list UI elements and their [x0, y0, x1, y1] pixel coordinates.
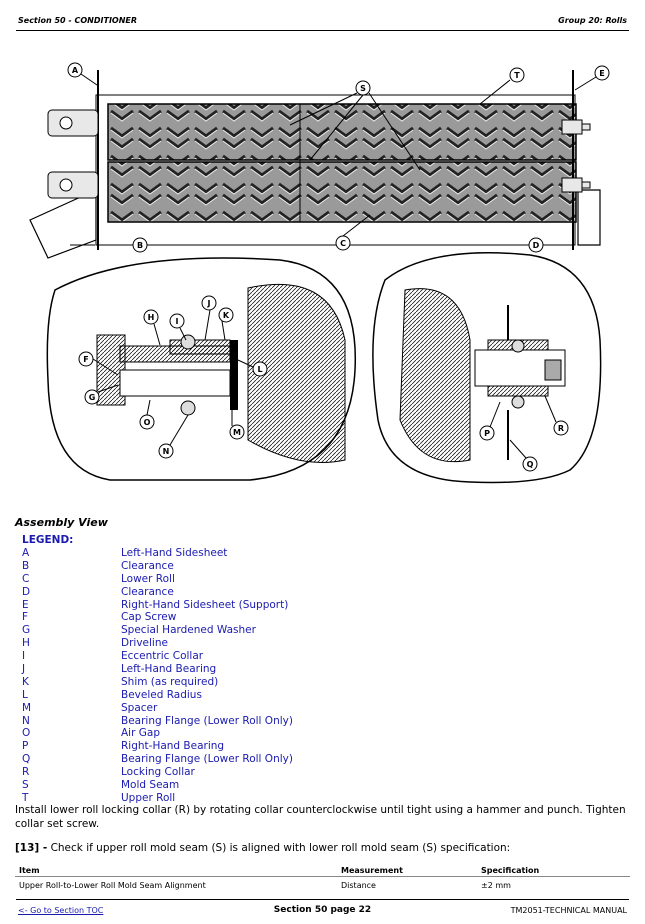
table-row: Upper Roll-to-Lower Roll Mold Seam Align… — [19, 881, 511, 890]
callout-n — [158, 443, 174, 459]
callout-label: A — [72, 66, 79, 75]
step-number: [13] - — [15, 842, 48, 854]
callout-label: K — [223, 311, 230, 320]
callout-label: J — [207, 299, 211, 308]
legend-title: LEGEND: — [22, 534, 74, 546]
spec-table: Item Measurement Specification Upper Rol… — [15, 862, 630, 895]
callout-label: N — [163, 447, 170, 456]
instruction-text: Install lower roll locking collar (R) by… — [15, 804, 626, 830]
callout-q — [522, 456, 538, 472]
callout-d — [528, 237, 544, 253]
step-text: Check if upper roll mold seam (S) is ali… — [47, 842, 511, 854]
callout-label: D — [533, 241, 540, 250]
callout-j — [201, 295, 217, 311]
callout-label: B — [137, 241, 143, 250]
callout-a — [67, 62, 83, 78]
callout-label: C — [340, 239, 346, 248]
callout-label: L — [257, 365, 262, 374]
callout-h — [143, 309, 159, 325]
callout-label: P — [484, 429, 490, 438]
callout-label: H — [148, 313, 155, 322]
table-header: Item Measurement Specification — [15, 862, 630, 877]
page-footer: <- Go to Section TOC Section 50 page 22 … — [16, 899, 629, 918]
callout-k — [218, 307, 234, 323]
section-title: Section 50 - CONDITIONER — [18, 16, 138, 25]
group-title: Group 20: Rolls — [558, 16, 627, 25]
callout-label: R — [558, 424, 564, 433]
callout-i — [169, 313, 185, 329]
callout-r — [553, 420, 569, 436]
callout-label: Q — [527, 460, 534, 469]
callout-m — [229, 424, 245, 440]
assembly-figure: A B C D E F G H I J K L M N O P Q R S T — [29, 62, 610, 484]
callout-label: F — [83, 355, 88, 364]
callout-b — [132, 237, 148, 253]
callout-label: S — [360, 84, 366, 93]
callout-g — [84, 389, 100, 405]
manual-id: TM2051-TECHNICAL MANUAL — [510, 906, 627, 915]
callout-label: T — [514, 71, 520, 80]
page-number: Section 50 page 22 — [273, 905, 372, 915]
callout-label: I — [176, 317, 179, 326]
page-header: Section 50 - CONDITIONER Group 20: Rolls — [16, 12, 629, 31]
callout-label: G — [89, 393, 96, 402]
callout-t — [509, 67, 525, 83]
toc-link[interactable]: <- Go to Section TOC — [18, 906, 104, 915]
callout-e — [594, 65, 610, 81]
callout-label: O — [144, 418, 151, 427]
step-13: [13] - Check if upper roll mold seam (S)… — [15, 842, 510, 854]
callout-label: M — [233, 428, 241, 437]
figure-caption: Assembly View — [15, 516, 108, 529]
callout-l — [252, 361, 268, 377]
callout-label: E — [599, 69, 604, 78]
callout-p — [479, 425, 495, 441]
